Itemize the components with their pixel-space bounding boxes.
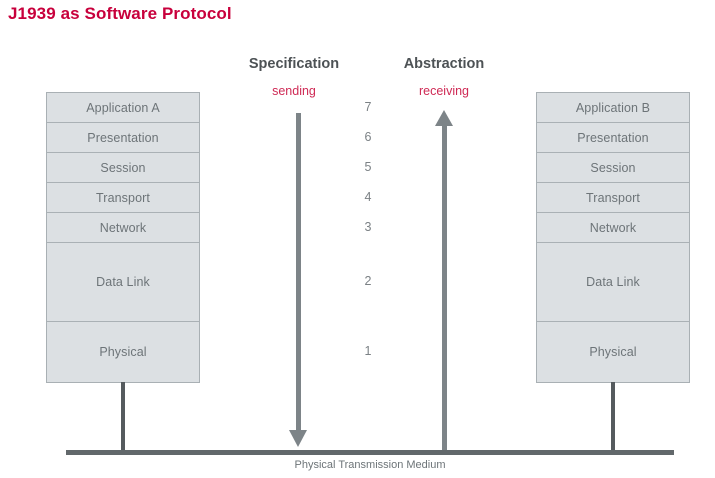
- layer-session-right: Session: [537, 153, 689, 183]
- layer-number-1: 1: [364, 344, 372, 358]
- layer-transport-right: Transport: [537, 183, 689, 213]
- drop-line-right: [611, 382, 615, 451]
- layer-presentation-left: Presentation: [47, 123, 199, 153]
- layer-transport-left: Transport: [47, 183, 199, 213]
- layer-number-5: 5: [364, 160, 372, 174]
- layer-application-a: Application A: [47, 93, 199, 123]
- column-sublabel-sending: sending: [272, 84, 316, 98]
- column-header-specification: Specification: [248, 56, 340, 72]
- receiving-arrow-shaft: [442, 124, 447, 450]
- layer-number-4: 4: [364, 190, 372, 204]
- layer-data-link-right: Data Link: [537, 243, 689, 322]
- layer-number-3: 3: [364, 220, 372, 234]
- physical-medium-line: [66, 450, 674, 455]
- column-header-abstraction: Abstraction: [403, 56, 485, 72]
- layer-data-link-left: Data Link: [47, 243, 199, 322]
- column-sublabel-receiving: receiving: [418, 84, 470, 98]
- osi-stack-left: Application A Presentation Session Trans…: [46, 92, 200, 383]
- layer-number-7: 7: [364, 100, 372, 114]
- layer-session-left: Session: [47, 153, 199, 183]
- layer-physical-right: Physical: [537, 322, 689, 382]
- sending-arrow-shaft: [296, 113, 301, 431]
- page-title: J1939 as Software Protocol: [8, 4, 232, 23]
- sending-arrow-head-icon: [289, 430, 307, 447]
- layer-network-right: Network: [537, 213, 689, 243]
- drop-line-left: [121, 382, 125, 451]
- layer-number-2: 2: [364, 274, 372, 288]
- osi-stack-right: Application B Presentation Session Trans…: [536, 92, 690, 383]
- layer-network-left: Network: [47, 213, 199, 243]
- layer-number-6: 6: [364, 130, 372, 144]
- layer-physical-left: Physical: [47, 322, 199, 382]
- receiving-arrow-head-icon: [435, 110, 453, 126]
- layer-presentation-right: Presentation: [537, 123, 689, 153]
- layer-application-b: Application B: [537, 93, 689, 123]
- physical-medium-label: Physical Transmission Medium: [294, 459, 446, 471]
